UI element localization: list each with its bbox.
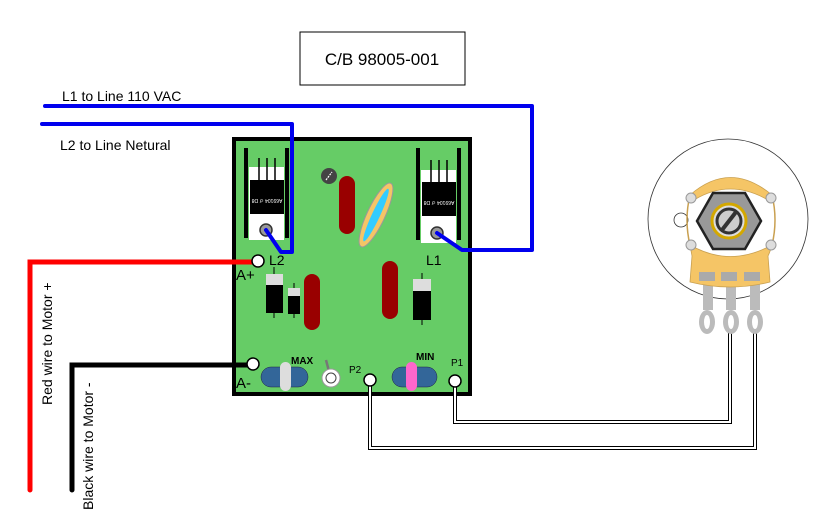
label-min: MIN	[416, 352, 434, 363]
l2-wire	[40, 122, 294, 254]
chip-text: A69104 ↺ D8	[251, 197, 282, 203]
terminal-p2	[363, 373, 377, 387]
label-a-minus: A-	[236, 375, 251, 392]
label-l1: L1	[426, 252, 442, 268]
diode	[288, 283, 300, 318]
varistor	[358, 182, 394, 248]
potentiometer[interactable]	[647, 138, 809, 334]
label-p2: P2	[349, 365, 362, 376]
terminal-a-minus	[246, 357, 260, 371]
resistor	[304, 274, 320, 330]
diagram-title: C/B 98005-001	[325, 50, 439, 69]
resistor	[339, 176, 355, 234]
l1-wire-label: L1 to Line 110 VAC	[62, 88, 181, 104]
diode	[413, 273, 431, 325]
label-p1: P1	[451, 358, 464, 369]
title-box: C/B 98005-001	[299, 31, 466, 86]
p2-wire	[369, 322, 756, 449]
resistor	[382, 261, 398, 319]
label-a-plus: A+	[236, 267, 255, 284]
diode	[266, 267, 283, 318]
label-l2: L2	[269, 252, 285, 268]
label-max: MAX	[291, 356, 314, 367]
red-wire-label: Red wire to Motor +	[39, 282, 55, 405]
terminal-a-plus	[251, 254, 265, 268]
min-trimmer[interactable]	[391, 362, 438, 391]
black-wire-label: Black wire to Motor -	[80, 382, 96, 510]
red-motor-wire	[27, 259, 255, 493]
chip-text: A69104 ↺ D8	[423, 199, 454, 205]
p1-wire	[454, 322, 731, 423]
triac-l2: A69104 ↺ D8	[244, 148, 289, 240]
triac-l1: A69104 ↺ D8	[416, 148, 461, 243]
adjust-knob[interactable]	[321, 359, 341, 388]
max-trimmer[interactable]	[260, 362, 309, 391]
terminal-p1	[448, 374, 462, 388]
l2-wire-label: L2 to Line Netural	[60, 137, 171, 153]
l1-wire	[43, 104, 534, 252]
black-motor-wire	[69, 362, 251, 493]
